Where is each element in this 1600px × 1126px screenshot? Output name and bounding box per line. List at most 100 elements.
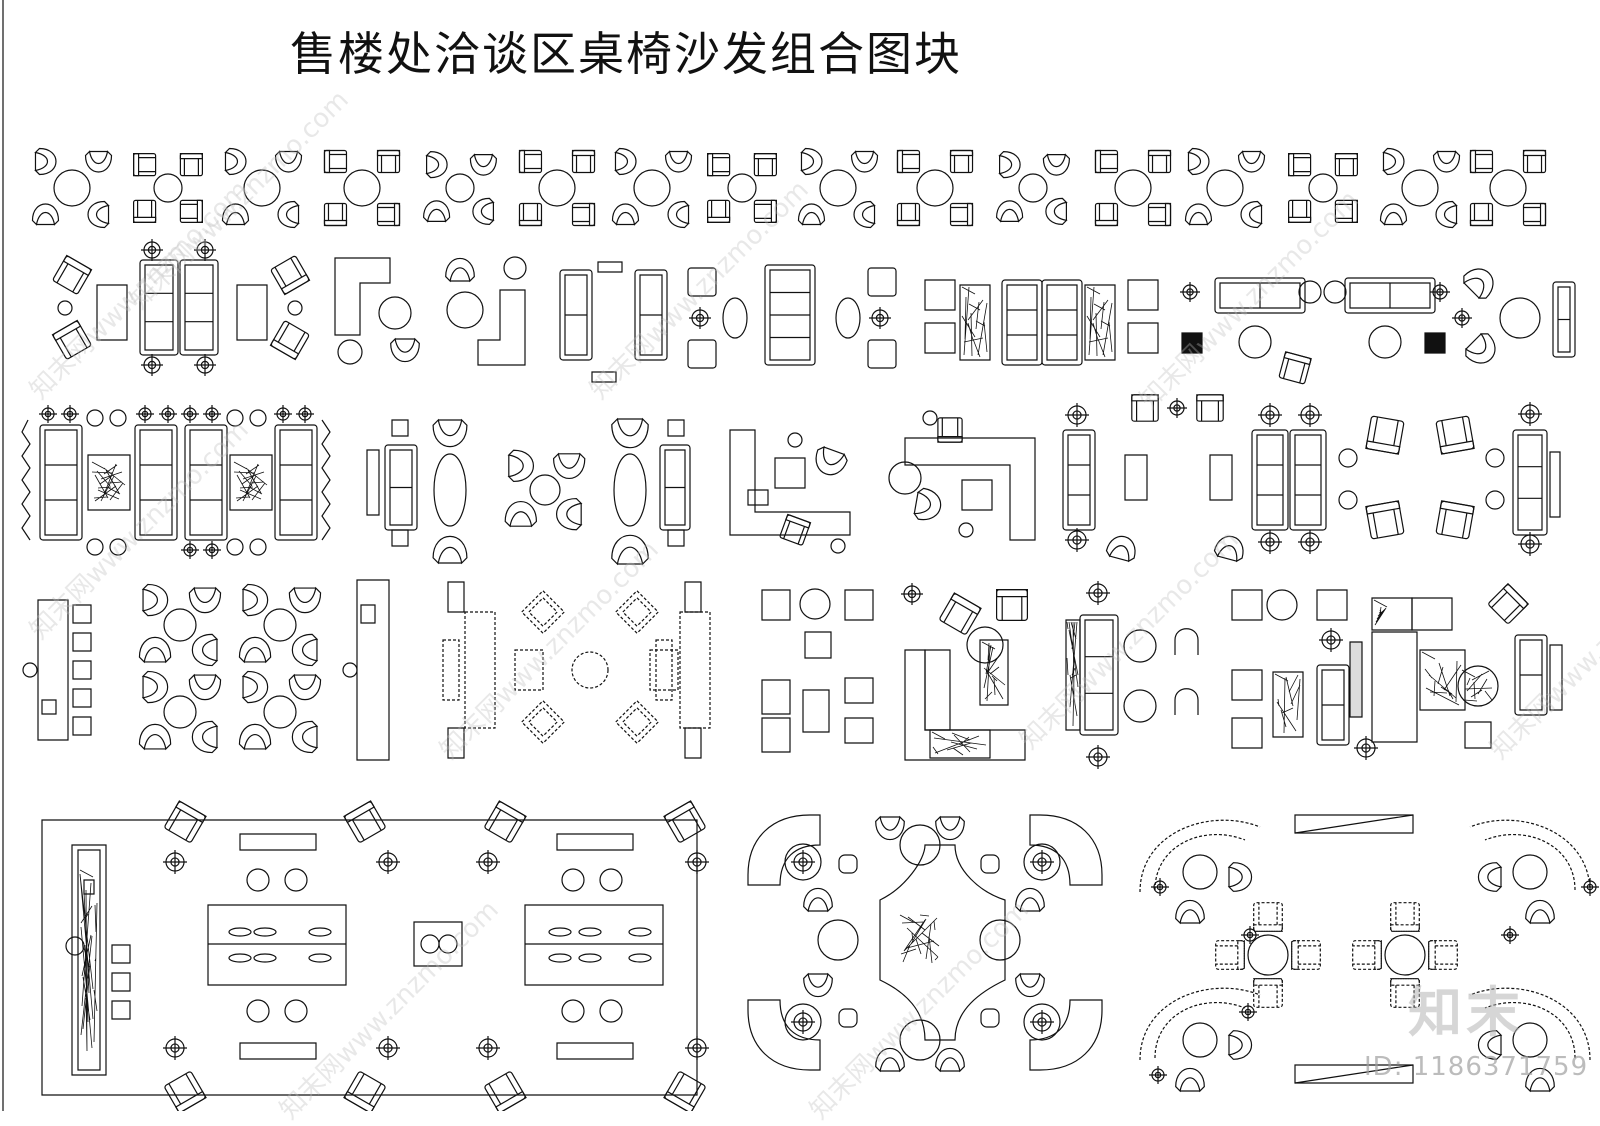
cad-rect — [237, 285, 267, 340]
lounge-chair — [1436, 202, 1457, 228]
lounge-chair — [32, 204, 58, 225]
cad-circle — [110, 410, 126, 426]
floor-lamp — [1086, 581, 1110, 605]
cad-ellipse — [549, 928, 571, 936]
floor-lamp — [791, 850, 815, 874]
cad-rect — [1080, 615, 1118, 735]
cad-circle — [504, 257, 526, 279]
floor-lamp — [1430, 282, 1450, 302]
cad-rect — [1391, 903, 1420, 932]
cad-rect — [145, 265, 173, 350]
lounge-chair — [1383, 148, 1404, 174]
lounge-chair — [1213, 533, 1246, 562]
floor-lamp — [1501, 926, 1519, 944]
cad-circle — [1124, 630, 1156, 662]
cad-path — [1466, 334, 1481, 349]
cad-circle — [1239, 326, 1271, 358]
cad-rect — [803, 690, 829, 732]
table-set — [424, 152, 497, 225]
drawing-title: 售楼处洽谈区桌椅沙发组合图块 — [290, 27, 962, 81]
cad-rect — [73, 717, 91, 735]
lounge-chair — [1000, 152, 1021, 178]
lounge-chair — [289, 588, 320, 613]
cad-path — [936, 1048, 965, 1071]
cad-circle — [164, 609, 196, 641]
cad-circle — [87, 539, 103, 555]
cad-circle — [562, 1000, 584, 1022]
armchair — [1470, 150, 1492, 172]
cad-circle — [800, 589, 830, 619]
lounge-chair — [189, 588, 220, 613]
cad-rect — [42, 820, 697, 1095]
cad-rect — [496, 801, 526, 822]
floor-lamp — [1452, 308, 1472, 328]
cad-path — [1478, 1031, 1501, 1060]
lounge-chair — [668, 202, 689, 228]
cad-rect — [1149, 204, 1171, 226]
armchair — [1216, 941, 1245, 970]
lounge-chair — [997, 201, 1023, 222]
armchair — [1254, 979, 1283, 1008]
cad-line — [798, 526, 804, 544]
cad-circle — [54, 170, 90, 206]
cad-path — [1241, 202, 1262, 228]
lounge-chair — [225, 148, 246, 174]
armchair — [484, 801, 526, 843]
cad-rect — [664, 1092, 694, 1111]
armchair — [708, 154, 730, 176]
cad-rect — [1289, 217, 1311, 222]
cad-rect — [1232, 718, 1262, 748]
armchair — [951, 150, 973, 172]
cad-line — [1295, 815, 1413, 833]
cad-path — [289, 588, 320, 613]
cad-path — [86, 151, 112, 172]
cad-rect — [786, 514, 811, 527]
cad-rect — [951, 150, 973, 172]
cad-ellipse — [629, 954, 651, 962]
cad-rect — [484, 1071, 526, 1111]
cad-rect — [1063, 430, 1095, 530]
cad-rect — [1488, 584, 1528, 624]
cad-path — [1175, 689, 1198, 715]
lounge-chair — [557, 499, 582, 530]
floor-lamp — [1298, 403, 1322, 427]
cad-rect — [1254, 925, 1283, 932]
cad-circle — [1183, 855, 1217, 889]
cad-path — [854, 202, 875, 228]
cad-path — [1460, 262, 1499, 301]
cad-rect — [968, 204, 973, 226]
cad-rect — [592, 372, 616, 382]
cad-circle — [1458, 666, 1498, 706]
cad-rect — [925, 323, 955, 353]
cad-ellipse — [254, 954, 276, 962]
floor-lamp — [1151, 878, 1169, 896]
sofa — [1553, 282, 1575, 357]
armchair — [324, 204, 346, 226]
cad-path — [1140, 820, 1260, 892]
cad-path — [1176, 1068, 1205, 1091]
cad-line — [489, 810, 501, 831]
cad-line — [672, 1074, 684, 1095]
cad-rect — [685, 582, 701, 612]
cad-rect — [1273, 672, 1303, 737]
cad-path — [478, 290, 525, 365]
cad-rect — [1372, 598, 1412, 630]
cad-rect — [448, 582, 464, 612]
cad-rect — [134, 154, 139, 176]
cad-rect — [1295, 815, 1413, 833]
cad-rect — [1353, 941, 1382, 970]
sofa — [1345, 278, 1435, 313]
cad-ellipse — [254, 928, 276, 936]
cad-ellipse — [309, 928, 331, 936]
cad-rect — [361, 605, 375, 623]
floor-lamp — [163, 1036, 187, 1060]
cad-rect — [1295, 435, 1321, 525]
cad-rect — [180, 200, 202, 222]
floor-lamp — [476, 1036, 500, 1060]
cad-rect — [1440, 501, 1474, 514]
cad-rect — [1290, 430, 1326, 530]
cad-rect — [230, 455, 272, 510]
cad-rect — [1524, 150, 1546, 172]
cad-line — [784, 521, 790, 539]
lounge-chair — [1462, 330, 1501, 369]
